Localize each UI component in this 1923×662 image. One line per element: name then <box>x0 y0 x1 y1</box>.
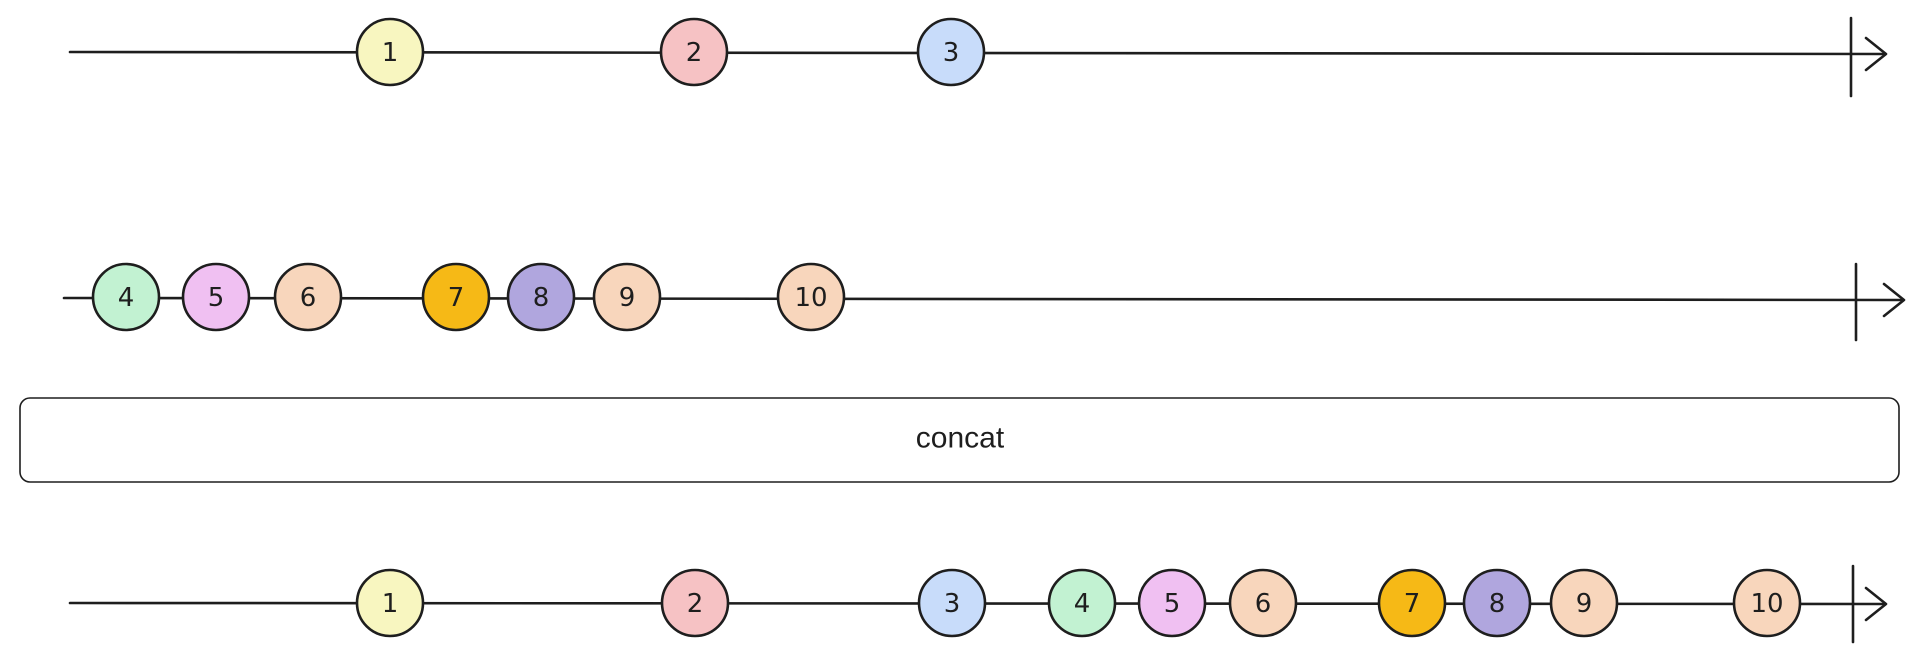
timeline-result: 1 2 3 4 5 6 7 8 9 10 <box>68 564 1888 644</box>
marble-label: 9 <box>1576 589 1593 619</box>
marble-label: 10 <box>794 283 827 313</box>
marble-label: 7 <box>448 283 465 313</box>
marble-source-a-1: 1 <box>355 17 425 87</box>
marble-circle <box>421 262 491 332</box>
marble-circle <box>659 17 729 87</box>
marble-label: 6 <box>1255 589 1272 619</box>
marble-source-b-3: 6 <box>273 262 343 332</box>
marble-circle <box>181 262 251 332</box>
marble-group: 1 2 3 4 5 6 7 8 9 10 <box>355 568 1802 638</box>
marble-source-b-6: 9 <box>592 262 662 332</box>
marble-label: 1 <box>382 589 399 619</box>
marble-circle <box>91 262 161 332</box>
marble-circle <box>916 17 986 87</box>
marble-label: 4 <box>1074 589 1091 619</box>
marble-label: 6 <box>300 283 317 313</box>
marble-label: 5 <box>1164 589 1181 619</box>
marble-source-b-1: 4 <box>91 262 161 332</box>
marble-circle <box>592 262 662 332</box>
marble-label: 10 <box>1750 589 1783 619</box>
marble-circle <box>506 262 576 332</box>
operator-label: concat <box>916 422 1005 455</box>
marble-result-9: 9 <box>1549 568 1619 638</box>
marble-label: 2 <box>686 38 703 68</box>
marble-source-a-3: 3 <box>916 17 986 87</box>
marble-result-10: 10 <box>1732 568 1802 638</box>
marble-label: 3 <box>944 589 961 619</box>
marble-circle <box>660 568 730 638</box>
marble-label: 3 <box>943 38 960 68</box>
marble-label: 8 <box>533 283 550 313</box>
marble-source-b-5: 8 <box>506 262 576 332</box>
marble-source-b-4: 7 <box>421 262 491 332</box>
marble-group: 4 5 6 7 8 9 10 <box>91 262 846 332</box>
marble-label: 4 <box>118 283 135 313</box>
marble-result-7: 7 <box>1377 568 1447 638</box>
marble-label: 8 <box>1489 589 1506 619</box>
marble-circle <box>1732 568 1802 638</box>
marble-circle <box>1549 568 1619 638</box>
marble-circle <box>1462 568 1532 638</box>
operator-box: concat <box>19 397 1900 483</box>
marble-result-2: 2 <box>660 568 730 638</box>
marble-circle <box>355 568 425 638</box>
marble-source-b-7: 10 <box>776 262 846 332</box>
timeline-source-b: 4 5 6 7 8 9 10 <box>62 262 1906 342</box>
marble-result-3: 3 <box>917 568 987 638</box>
arrow-head-icon <box>1864 36 1888 72</box>
marble-label: 2 <box>687 589 704 619</box>
marble-label: 1 <box>382 38 399 68</box>
marble-circle <box>1137 568 1207 638</box>
marble-label: 5 <box>208 283 225 313</box>
marble-label: 9 <box>619 283 636 313</box>
marble-circle <box>1047 568 1117 638</box>
marble-source-a-2: 2 <box>659 17 729 87</box>
marble-label: 7 <box>1404 589 1421 619</box>
marble-circle <box>776 262 846 332</box>
arrow-head-icon <box>1864 586 1888 622</box>
marble-result-4: 4 <box>1047 568 1117 638</box>
timeline-source-a: 1 2 3 <box>68 16 1888 98</box>
marble-circle <box>1228 568 1298 638</box>
timeline-axis <box>62 296 1904 302</box>
marble-result-5: 5 <box>1137 568 1207 638</box>
marble-circle <box>917 568 987 638</box>
marble-source-b-2: 5 <box>181 262 251 332</box>
marble-result-1: 1 <box>355 568 425 638</box>
marble-result-6: 6 <box>1228 568 1298 638</box>
marble-group: 1 2 3 <box>355 17 986 87</box>
arrow-head-icon <box>1882 282 1906 318</box>
marble-circle <box>1377 568 1447 638</box>
marble-result-8: 8 <box>1462 568 1532 638</box>
operator-frame <box>19 397 1900 483</box>
marble-circle <box>355 17 425 87</box>
marble-circle <box>273 262 343 332</box>
